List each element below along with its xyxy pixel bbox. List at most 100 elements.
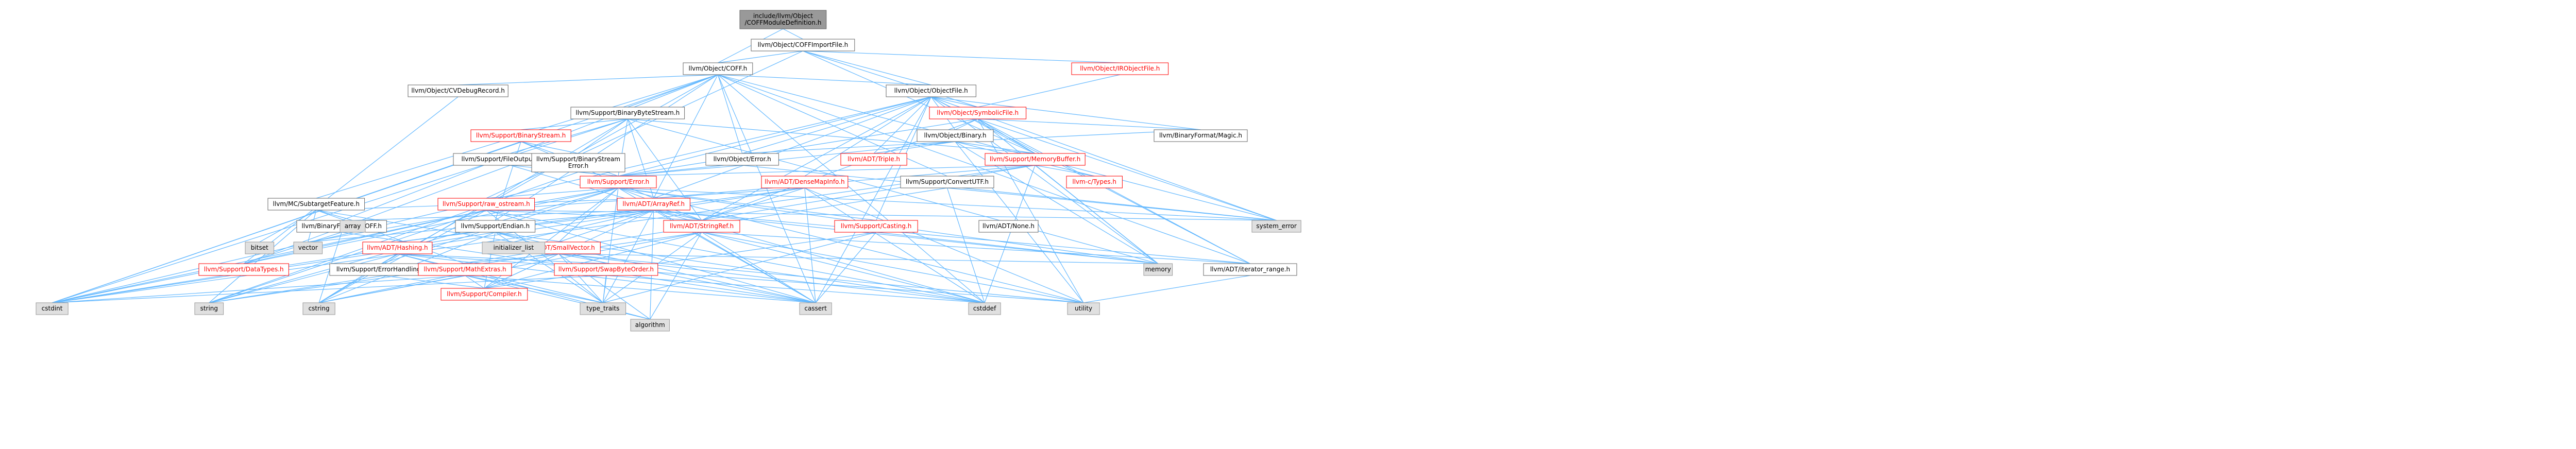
node-cassert[interactable]: cassert — [799, 302, 832, 315]
node-label: llvm/Object/COFF.h — [689, 65, 748, 72]
node-label: Error.h — [568, 162, 589, 169]
edge-mcsubtarget-to-bitset — [259, 210, 317, 243]
node-errorhandling[interactable]: llvm/Support/ErrorHandling.h — [329, 263, 434, 276]
edge-binarystream-to-bserror — [520, 141, 579, 154]
edge-arrayref-to-stringref — [653, 210, 702, 221]
node-triple[interactable]: llvm/ADT/Triple.h — [840, 153, 907, 166]
node-swapbyteorder[interactable]: llvm/Support/SwapByteOrder.h — [554, 263, 658, 276]
node-label: vector — [298, 244, 318, 251]
edge-binarybytestream-to-bserror — [578, 118, 628, 154]
edge-hashing-to-utility — [397, 253, 1084, 303]
node-array[interactable]: array — [340, 220, 366, 233]
node-densemapinfo[interactable]: llvm/ADT/DenseMapInfo.h — [761, 176, 849, 188]
node-casting[interactable]: llvm/Support/Casting.h — [834, 220, 918, 233]
node-ctypes[interactable]: llvm-c/Types.h — [1066, 176, 1123, 188]
node-objectfile[interactable]: llvm/Object/ObjectFile.h — [886, 84, 976, 97]
node-adtnone[interactable]: llvm/ADT/None.h — [978, 220, 1039, 233]
node-box — [617, 198, 690, 211]
node-endian[interactable]: llvm/Support/Endian.h — [455, 220, 536, 233]
node-stringref[interactable]: llvm/ADT/StringRef.h — [663, 220, 740, 233]
edge-binarybytestream-to-binarystream — [521, 118, 628, 130]
node-label: initializer_list — [494, 244, 534, 251]
node-root[interactable]: include/llvm/Object/COFFModuleDefinition… — [739, 10, 827, 29]
node-label: llvm/Object/Error.h — [714, 156, 771, 163]
node-initlist[interactable]: initializer_list — [482, 241, 546, 254]
node-label: llvm/ADT/DenseMapInfo.h — [765, 178, 844, 185]
node-box — [267, 198, 365, 211]
node-binarystream[interactable]: llvm/Support/BinaryStream.h — [470, 129, 571, 142]
node-hashing[interactable]: llvm/ADT/Hashing.h — [362, 241, 433, 254]
node-box — [302, 302, 335, 315]
edge-hashing-to-cstring — [318, 253, 398, 303]
node-importfile[interactable]: llvm/Object/COFFImportFile.h — [751, 39, 855, 51]
edge-root-to-importfile — [783, 28, 803, 40]
edge-swapbyteorder-to-typetraits — [602, 275, 606, 303]
node-bfmagic[interactable]: llvm/BinaryFormat/Magic.h — [1154, 129, 1248, 142]
node-label: llvm/Support/ErrorHandling.h — [336, 266, 427, 273]
edge-hashing-to-cassert — [397, 253, 816, 303]
node-rawostream[interactable]: llvm/Support/raw_ostream.h — [437, 198, 535, 211]
node-label: algorithm — [635, 321, 665, 329]
node-binary[interactable]: llvm/Object/Binary.h — [917, 129, 994, 142]
node-systemerror[interactable]: system_error — [1251, 220, 1301, 233]
node-typetraits[interactable]: type_traits — [580, 302, 626, 315]
node-box — [408, 84, 509, 97]
node-cstddef[interactable]: cstddef — [968, 302, 1001, 315]
node-box — [663, 220, 740, 233]
node-label: type_traits — [586, 305, 619, 312]
node-layer: include/llvm/Object/COFFModuleDefinition… — [36, 10, 1301, 332]
node-cstdint[interactable]: cstdint — [36, 302, 69, 315]
node-box — [580, 176, 657, 188]
edge-stringref-to-cassert — [701, 232, 816, 303]
node-label: system_error — [1256, 222, 1297, 230]
node-compiler[interactable]: llvm/Support/Compiler.h — [440, 288, 528, 301]
edge-error-to-systemerror — [618, 187, 1277, 221]
edge-irobject-to-symbolicfile — [977, 74, 1120, 108]
node-box — [683, 62, 753, 75]
node-label: llvm/ADT/ArrayRef.h — [622, 200, 685, 208]
edge-stringref-to-compiler — [484, 232, 702, 289]
node-memory[interactable]: memory — [1143, 263, 1173, 276]
edge-symbolicfile-to-utility — [977, 118, 1084, 303]
node-arrayref[interactable]: llvm/ADT/ArrayRef.h — [617, 198, 690, 211]
node-string[interactable]: string — [194, 302, 224, 315]
edge-densemapinfo-to-cassert — [804, 187, 816, 303]
node-cstring[interactable]: cstring — [302, 302, 335, 315]
edge-importfile-to-memorybuffer — [803, 50, 1036, 154]
node-binarybytestream[interactable]: llvm/Support/BinaryByteStream.h — [570, 107, 685, 119]
node-vector[interactable]: vector — [293, 241, 323, 254]
edge-densemapinfo-to-utility — [804, 187, 1084, 303]
node-cvdebug[interactable]: llvm/Object/CVDebugRecord.h — [408, 84, 509, 97]
node-error[interactable]: llvm/Support/Error.h — [580, 176, 657, 188]
node-label: cstdint — [42, 305, 63, 312]
node-irobject[interactable]: llvm/Object/IRObjectFile.h — [1071, 62, 1169, 75]
edge-binarybytestream-to-memorybuffer — [628, 118, 1036, 154]
node-coff[interactable]: llvm/Object/COFF.h — [683, 62, 753, 75]
node-box — [886, 84, 976, 97]
edge-importfile-to-symbolicfile — [803, 50, 978, 108]
edge-stringref-to-cstddef — [701, 232, 985, 303]
node-memorybuffer[interactable]: llvm/Support/MemoryBuffer.h — [985, 153, 1086, 166]
node-iteratorrange[interactable]: llvm/ADT/iterator_range.h — [1203, 263, 1297, 276]
node-algorithm[interactable]: algorithm — [630, 319, 670, 332]
node-objerror[interactable]: llvm/Object/Error.h — [705, 153, 779, 166]
node-box — [198, 263, 289, 276]
node-box — [968, 302, 1001, 315]
node-label: string — [200, 305, 218, 312]
edge-error-to-utility — [618, 187, 1084, 303]
node-datatypes[interactable]: llvm/Support/DataTypes.h — [198, 263, 289, 276]
node-label: llvm/Support/ConvertUTF.h — [906, 178, 989, 185]
node-convertutf[interactable]: llvm/Support/ConvertUTF.h — [900, 176, 994, 188]
edge-stringref-to-utility — [701, 232, 1084, 303]
node-mcsubtarget[interactable]: llvm/MC/SubtargetFeature.h — [267, 198, 365, 211]
edge-smallvector-to-compiler — [484, 253, 559, 289]
edge-smallvector-to-cassert — [558, 253, 816, 303]
node-symbolicfile[interactable]: llvm/Object/SymbolicFile.h — [929, 107, 1027, 119]
node-utility[interactable]: utility — [1067, 302, 1100, 315]
node-bitset[interactable]: bitset — [245, 241, 275, 254]
node-mathextras[interactable]: llvm/Support/MathExtras.h — [418, 263, 512, 276]
node-label: llvm/Object/ObjectFile.h — [894, 87, 968, 94]
node-label: array — [345, 222, 361, 230]
